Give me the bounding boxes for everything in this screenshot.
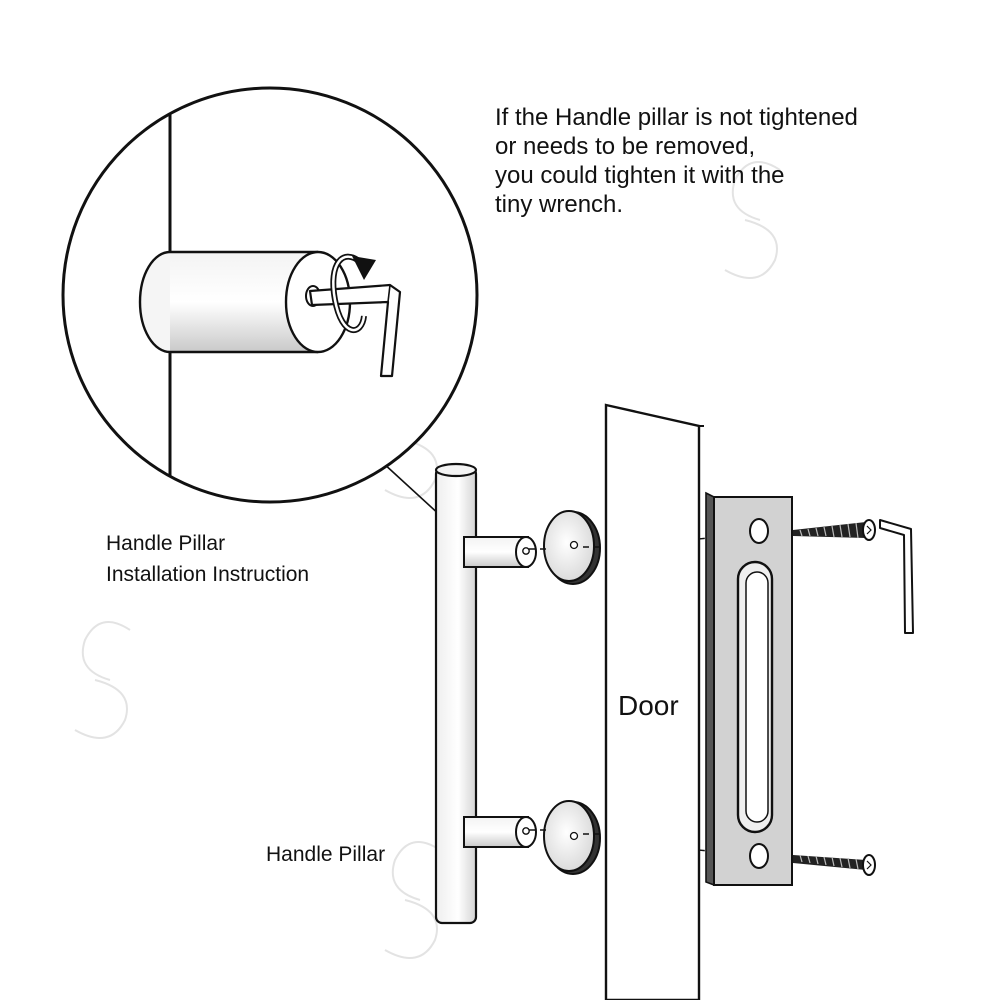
instruction-line: tiny wrench. — [495, 191, 624, 218]
instruction-line: If the Handle pillar is not tightened — [495, 104, 858, 131]
watermark-mark — [74, 621, 131, 739]
handle-pillar-upper — [463, 536, 537, 568]
washer-lower — [543, 800, 601, 875]
watermark-mark — [724, 161, 781, 279]
watermark-mark — [384, 841, 441, 959]
door-slab — [604, 403, 704, 1000]
screw-lower — [793, 854, 876, 876]
installation-label-line: Installation Instruction — [106, 563, 310, 586]
detail-circle — [61, 86, 479, 504]
screw-upper — [793, 519, 876, 541]
detail-hex-wrench — [308, 283, 402, 378]
installation-label: Handle Pillar Installation Instruction — [106, 528, 309, 590]
door-label: Door — [618, 690, 679, 721]
hex-wrench-icon — [879, 519, 914, 634]
back-plate — [705, 491, 793, 887]
instruction-line: or needs to be removed, — [495, 133, 756, 160]
instruction-line: you could tighten it with the — [495, 162, 785, 189]
rotation-arrow-icon — [330, 253, 376, 333]
handle-pillar-label: Handle Pillar — [266, 843, 386, 866]
handle-pillar-lower — [463, 816, 537, 848]
instruction-text: If the Handle pillar is not tightened or… — [495, 103, 965, 219]
washer-upper — [543, 510, 601, 585]
handle-bar — [434, 462, 478, 925]
installation-label-line: Handle Pillar — [106, 532, 226, 555]
